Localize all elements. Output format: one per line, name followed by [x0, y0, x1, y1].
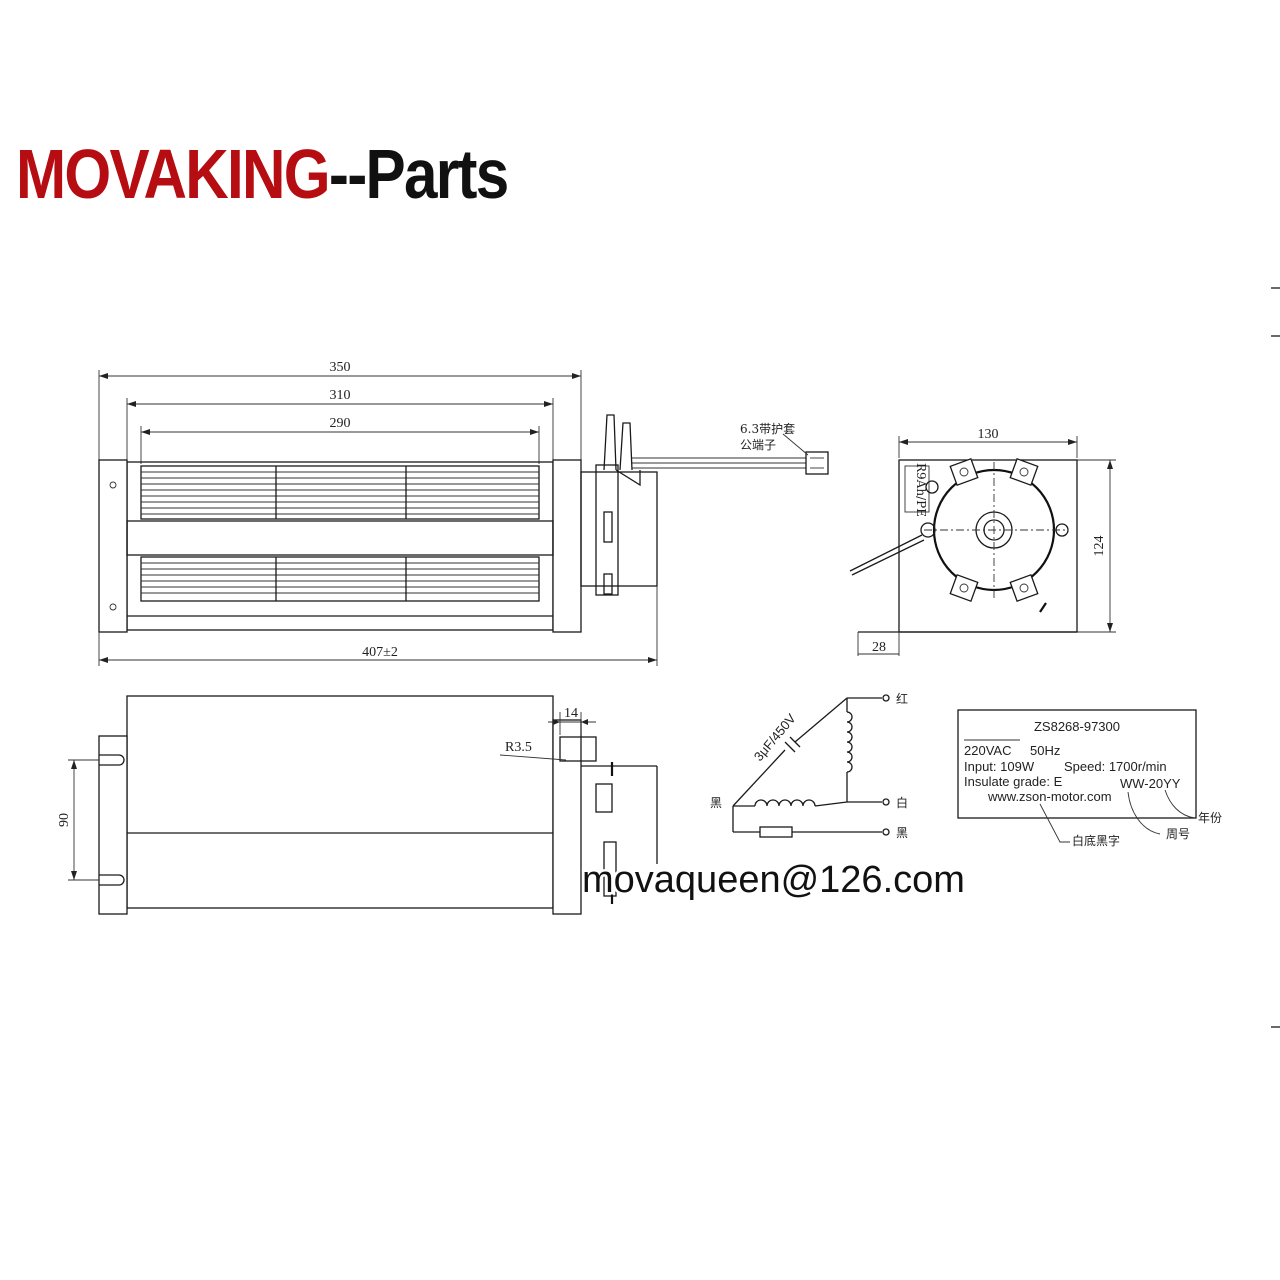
- dim-290-label: 290: [330, 416, 351, 431]
- dim-350: 350: [98, 360, 582, 460]
- dim-350-label: 350: [330, 360, 351, 375]
- dim-290: 290: [140, 416, 540, 464]
- brand-suffix: --Parts: [328, 135, 509, 213]
- dim-14-label: 14: [564, 706, 578, 721]
- connector-note-2: 公端子: [740, 438, 776, 452]
- wire-white-label: 白: [896, 795, 908, 810]
- upper-blades: [141, 466, 539, 519]
- dim-90-label: 90: [57, 813, 72, 827]
- dim-28-label: 28: [872, 640, 886, 655]
- lower-blades: [141, 557, 539, 601]
- dim-407: 407±2: [98, 586, 658, 666]
- end-view: 130 124 R9Ah/PE: [849, 427, 1116, 656]
- bottom-view: 14 R3.5 90: [57, 695, 658, 915]
- nameplate: ZS8268-97300 220VAC 50Hz Input: 109W Spe…: [957, 709, 1222, 848]
- nameplate-voltage: 220VAC: [964, 743, 1011, 758]
- nameplate-model: ZS8268-97300: [1034, 719, 1120, 734]
- nameplate-input: Input: 109W: [964, 759, 1035, 774]
- contact-email: movaqueen@126.com: [582, 859, 965, 901]
- dim-130-label: 130: [978, 427, 999, 442]
- wire-black-left-label: 黑: [710, 796, 722, 810]
- nameplate-date-code: WW-20YY: [1120, 776, 1181, 791]
- dim-124-label: 124: [1092, 536, 1107, 557]
- capacitor-label: 3μF/450V: [751, 711, 799, 764]
- nameplate-frequency: 50Hz: [1030, 743, 1060, 758]
- nameplate-website: www.zson-motor.com: [987, 789, 1112, 804]
- mount-tabs: [920, 458, 1069, 602]
- front-view: 350 310 290: [98, 360, 829, 666]
- wire-red-label: 红: [896, 691, 908, 706]
- side-label: R9Ah/PE: [914, 463, 928, 517]
- dim-310: 310: [126, 388, 554, 462]
- nameplate-speed: Speed: 1700r/min: [1064, 759, 1167, 774]
- connector-note-1: 6.3带护套: [740, 422, 795, 436]
- brand-title: MOVAKING--Parts: [16, 134, 509, 214]
- brand-name: MOVAKING: [16, 135, 331, 213]
- note-week: 周号: [1166, 827, 1190, 841]
- note-label-bg: 白底黑字: [1072, 833, 1120, 848]
- dim-310-label: 310: [330, 388, 351, 403]
- nameplate-insulation: Insulate grade: E: [964, 774, 1063, 789]
- dim-407-label: 407±2: [362, 645, 398, 660]
- wiring-diagram: 3μF/450V 红 白 黑 黑: [710, 691, 908, 840]
- edge-ticks: [1271, 287, 1280, 1028]
- dim-r35-label: R3.5: [505, 740, 532, 755]
- note-year: 年份: [1198, 811, 1222, 825]
- wire-black-label: 黑: [896, 826, 908, 840]
